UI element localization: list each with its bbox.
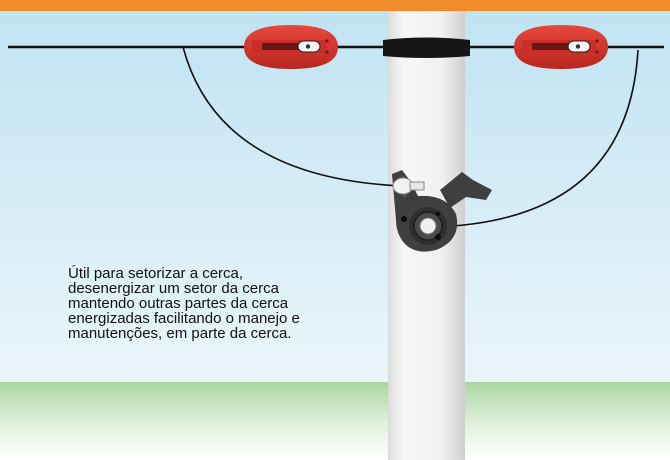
caption-line: desenergizar um setor da cerca xyxy=(68,280,279,297)
left-insulator xyxy=(244,25,338,69)
caption-line: mantendo outras partes da cerca xyxy=(68,295,289,312)
caption-text: Útil para setorizar a cerca, desenergiza… xyxy=(68,266,368,341)
right-insulator xyxy=(514,25,608,69)
caption-line: Útil para setorizar a cerca, xyxy=(68,265,244,282)
sector-switch xyxy=(392,170,492,252)
post-band xyxy=(383,37,470,58)
caption-line: manutenções, em parte da cerca. xyxy=(68,325,292,342)
grass-ground xyxy=(0,382,670,460)
caption-line: energizadas facilitando o manejo e xyxy=(68,310,300,327)
top-orange-bar xyxy=(0,0,670,11)
right-jumper-wire xyxy=(431,49,639,228)
left-jumper-wire xyxy=(182,46,404,187)
